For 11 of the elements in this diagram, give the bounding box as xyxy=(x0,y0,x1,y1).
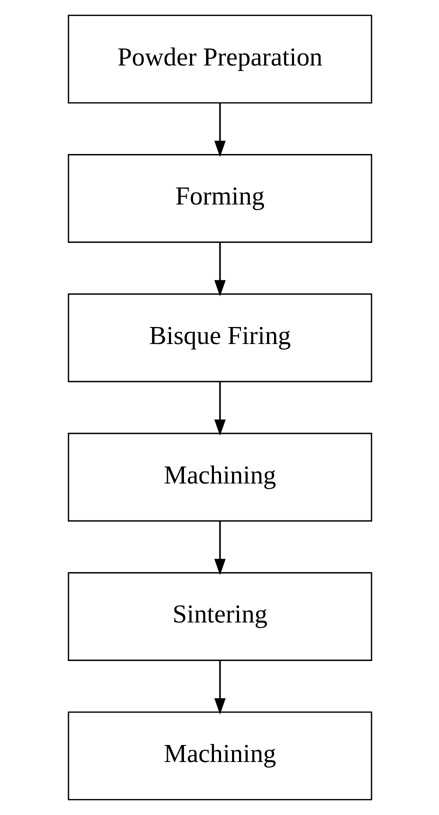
arrow xyxy=(214,382,226,436)
node-box: Forming xyxy=(67,154,372,243)
arrow xyxy=(214,660,226,714)
arrow xyxy=(214,103,226,157)
arrow xyxy=(214,521,226,576)
node-box: Bisque Firing xyxy=(67,293,372,382)
node-box: Sintering xyxy=(67,572,372,661)
node-box: Machining xyxy=(67,712,372,800)
node-box: Powder Preparation xyxy=(67,14,372,104)
node-box: Machining xyxy=(67,432,372,522)
arrow xyxy=(214,242,226,296)
